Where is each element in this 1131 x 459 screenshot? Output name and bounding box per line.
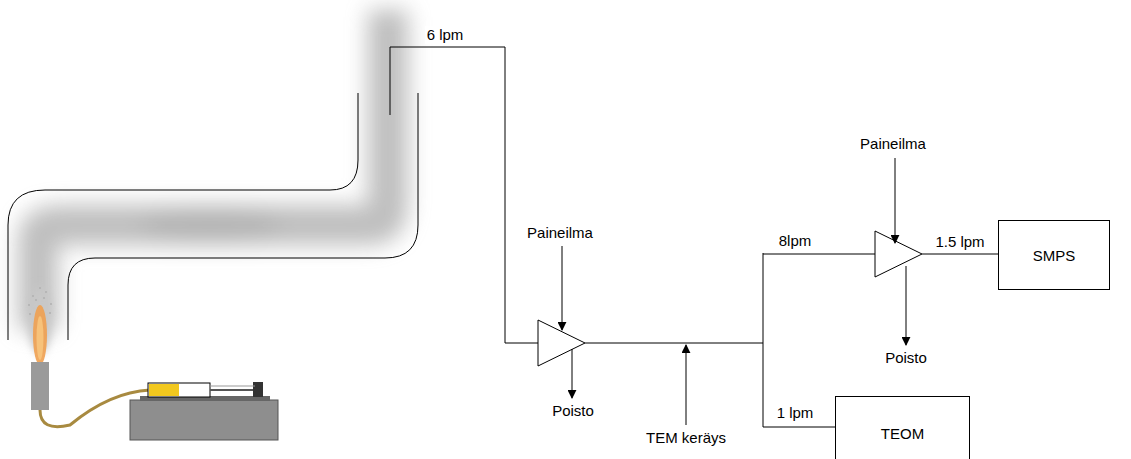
smoke — [38, 10, 388, 330]
compressed-air: Paineilma — [525, 224, 595, 242]
flow-rate: 1 lpm — [775, 404, 816, 422]
flow-rate: 1.5 lpm — [933, 233, 986, 251]
sample-lines — [390, 47, 998, 427]
sample-point: TEM keräys — [644, 429, 728, 447]
exhaust: Poisto — [883, 349, 929, 367]
exhaust: Poisto — [550, 402, 596, 420]
chimney-outline — [8, 93, 418, 340]
box-label: TEOM — [881, 425, 924, 442]
flow-arrows — [562, 158, 906, 425]
flame — [28, 286, 52, 365]
instrument-box: TEOM — [835, 396, 970, 459]
box-label: SMPS — [1033, 247, 1076, 264]
syringe-pump — [130, 382, 278, 440]
flow-rate: 6 lpm — [425, 26, 466, 44]
burner-tube — [31, 362, 49, 410]
instrument-box: SMPS — [998, 220, 1110, 290]
compressed-air: Paineilma — [858, 135, 928, 153]
flow-rate: 8lpm — [777, 232, 814, 250]
